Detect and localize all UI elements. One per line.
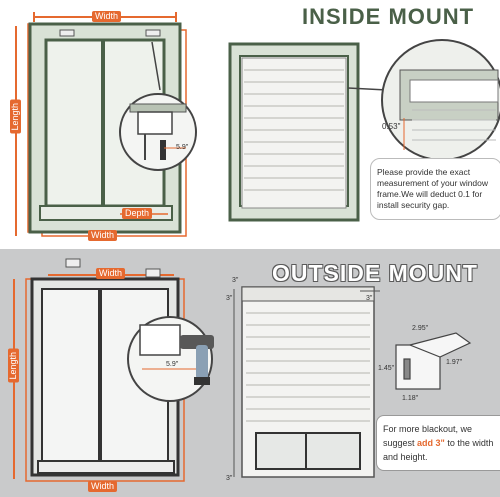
inside-bracket-offset: 5.9" <box>176 144 189 151</box>
inside-width-top-label: Width <box>92 11 122 22</box>
inside-mount-panel: INSIDE MOUNT Width Length Depth Width 5.… <box>0 0 500 248</box>
outside-mount-title: OUTSIDE MOUNT <box>272 260 478 286</box>
outside-mount-panel: OUTSIDE MOUNT Width Length Width 5.9" 3"… <box>0 249 500 497</box>
inside-width-bottom-label: Width <box>88 230 118 241</box>
outside-width-bottom-label: Width <box>88 481 118 492</box>
outside-note-before: For more blackout, we suggest <box>383 424 473 448</box>
inside-mount-title: INSIDE MOUNT <box>302 4 475 29</box>
inside-length-label: Length <box>10 100 21 134</box>
overlap-top-measure: 3" <box>232 277 239 284</box>
inside-mount-illustration <box>15 12 500 237</box>
outside-note-after: to the width and height. <box>383 438 494 462</box>
overlap-right-measure: 3" <box>366 295 373 302</box>
outside-note-bold: add 3" <box>417 438 445 448</box>
bracket-width-measure: 2.95" <box>412 325 429 332</box>
inside-gap-measure: 0.53" <box>382 122 401 131</box>
outside-mount-illustration <box>13 258 472 482</box>
inside-depth-label: Depth <box>122 208 153 219</box>
overlap-left-measure: 3" <box>226 295 233 302</box>
inside-mount-note: Please provide the exact measurement of … <box>370 158 500 220</box>
overlap-bottom-measure: 3" <box>226 475 233 482</box>
bracket-height-measure: 1.45" <box>378 365 395 372</box>
outside-width-top-label: Width <box>96 268 126 279</box>
outside-mount-note: For more blackout, we suggest add 3" to … <box>376 415 500 471</box>
bracket-depth-measure: 1.97" <box>446 359 463 366</box>
outside-bracket-offset: 5.9" <box>166 361 179 368</box>
bracket-base-measure: 1.18" <box>402 395 419 402</box>
outside-length-label: Length <box>8 349 19 383</box>
